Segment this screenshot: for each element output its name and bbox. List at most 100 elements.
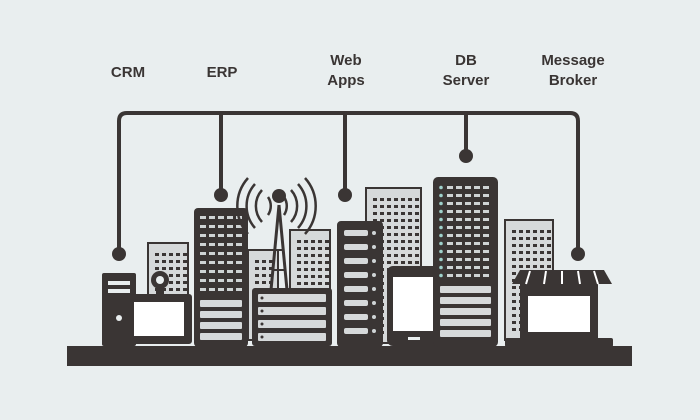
rack-light — [227, 234, 233, 237]
window-dot — [547, 258, 551, 261]
web-slot — [344, 314, 368, 320]
window-dot — [162, 260, 166, 263]
window-dot — [297, 268, 301, 271]
db-light — [456, 226, 462, 229]
window-dot — [547, 230, 551, 233]
label-erp: ERP — [206, 64, 238, 81]
window-dot — [401, 233, 405, 236]
window-dot — [519, 265, 523, 268]
rack-light — [209, 243, 215, 246]
db-light — [474, 234, 480, 237]
db-light — [474, 242, 480, 245]
web-led — [372, 287, 376, 291]
db-led — [439, 265, 443, 270]
window-dot — [394, 254, 398, 257]
window-dot — [373, 212, 377, 215]
window-dot — [311, 275, 315, 278]
window-dot — [325, 282, 329, 285]
web-slot — [344, 272, 368, 278]
rack-light — [209, 252, 215, 255]
window-dot — [401, 212, 405, 215]
db-led — [439, 249, 443, 254]
network-switch-icon — [252, 288, 332, 346]
db-light — [456, 210, 462, 213]
window-dot — [311, 268, 315, 271]
window-dot — [401, 205, 405, 208]
window-dot — [415, 240, 419, 243]
window-dot — [176, 288, 180, 291]
window-dot — [415, 226, 419, 229]
db-drive-bay — [440, 308, 491, 315]
db-light — [447, 202, 453, 205]
rack-light — [200, 216, 206, 219]
endpoint-erp — [214, 188, 228, 202]
window-dot — [533, 258, 537, 261]
window-dot — [519, 244, 523, 247]
switch-led — [260, 335, 264, 339]
window-dot — [408, 212, 412, 215]
web-slot — [344, 300, 368, 306]
db-light — [483, 218, 489, 221]
switch-port-row — [258, 294, 326, 302]
window-dot — [540, 244, 544, 247]
rack-light — [236, 243, 242, 246]
rack-light — [236, 252, 242, 255]
window-dot — [401, 254, 405, 257]
db-light — [483, 194, 489, 197]
window-dot — [183, 253, 187, 256]
window-dot — [262, 274, 266, 277]
window-dot — [408, 219, 412, 222]
db-light — [465, 234, 471, 237]
endpoint-message-broker — [571, 247, 585, 261]
window-dot — [408, 247, 412, 250]
antenna-icon — [236, 177, 317, 291]
db-light — [447, 258, 453, 261]
db-led — [439, 201, 443, 206]
db-led — [439, 209, 443, 214]
window-dot — [176, 260, 180, 263]
rack-light — [209, 225, 215, 228]
window-dot — [325, 275, 329, 278]
window-dot — [183, 260, 187, 263]
window-dot — [304, 268, 308, 271]
window-dot — [415, 198, 419, 201]
db-led — [439, 257, 443, 262]
window-dot — [304, 282, 308, 285]
window-dot — [262, 281, 266, 284]
window-dot — [415, 219, 419, 222]
db-light — [465, 202, 471, 205]
db-light — [465, 274, 471, 277]
db-light — [456, 266, 462, 269]
rack-light — [200, 279, 206, 282]
window-dot — [387, 261, 391, 264]
web-led — [372, 315, 376, 319]
window-dot — [297, 240, 301, 243]
window-dot — [394, 212, 398, 215]
window-dot — [297, 254, 301, 257]
web-led — [372, 329, 376, 333]
db-light — [465, 266, 471, 269]
db-light — [447, 194, 453, 197]
rack-light — [218, 234, 224, 237]
db-light — [483, 202, 489, 205]
window-dot — [547, 244, 551, 247]
switch-led — [260, 296, 264, 300]
window-dot — [519, 251, 523, 254]
db-light — [483, 226, 489, 229]
window-dot — [311, 254, 315, 257]
rack-light — [236, 234, 242, 237]
window-dot — [394, 205, 398, 208]
window-dot — [373, 205, 377, 208]
db-drive-bay — [440, 330, 491, 337]
window-dot — [512, 314, 516, 317]
window-dot — [387, 212, 391, 215]
window-dot — [255, 281, 259, 284]
window-dot — [512, 258, 516, 261]
web-led — [372, 259, 376, 263]
db-light — [447, 250, 453, 253]
rack-light — [227, 216, 233, 219]
db-light — [474, 266, 480, 269]
web-slot — [344, 286, 368, 292]
window-dot — [297, 261, 301, 264]
rack-light — [209, 216, 215, 219]
